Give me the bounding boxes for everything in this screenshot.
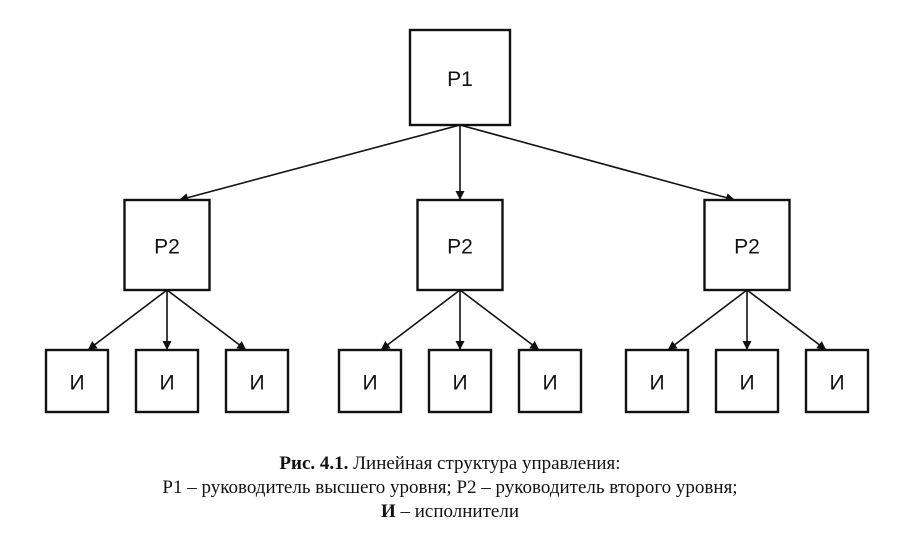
edge-manager-1-to-executor-1 — [87, 289, 168, 351]
executor-node-label-3-3: И — [829, 372, 844, 395]
executor-node-box-2-1 — [337, 348, 403, 414]
executor-node-box-1-3 — [224, 348, 290, 414]
executor-node-label-3-2: И — [739, 372, 754, 395]
executor-node-label-2-2: И — [452, 372, 467, 395]
caption-term-desc: – исполнители — [395, 501, 519, 522]
edge-manager-1-to-executor-3 — [166, 289, 247, 351]
root-node-label: P1 — [447, 68, 473, 91]
executor-node-label-2-3: И — [542, 372, 557, 395]
manager-node-label-3: P2 — [734, 236, 760, 259]
executor-node-label-1-2: И — [159, 372, 174, 395]
executor-node-box-1-1 — [44, 348, 110, 414]
manager-node-box-2 — [416, 198, 504, 292]
executor-node-label-3-1: И — [649, 372, 664, 395]
figure-caption: Рис. 4.1. Линейная структура управления:… — [0, 452, 900, 524]
edges-layer — [87, 124, 827, 351]
edge-root-to-manager-3 — [459, 124, 736, 202]
edge-root-to-manager-1 — [178, 124, 461, 203]
executor-node-label-1-3: И — [249, 372, 264, 395]
manager-node-box-3 — [703, 198, 791, 292]
executor-node-box-2-2 — [427, 348, 493, 414]
executor-node-box-3-3 — [804, 348, 870, 414]
caption-line-3: И – исполнители — [0, 500, 900, 524]
caption-term: И — [380, 501, 396, 522]
figure-number: Рис. 4.1. — [279, 453, 349, 474]
caption-line-1: Рис. 4.1. Линейная структура управления: — [0, 452, 900, 476]
root-node-box — [408, 28, 512, 127]
figure-title: Линейная структура управления: — [348, 453, 621, 474]
executor-node-label-1-1: И — [69, 372, 84, 395]
edge-manager-3-to-executor-3 — [746, 289, 827, 351]
edge-manager-2-to-executor-1 — [380, 289, 461, 351]
executor-node-box-1-2 — [134, 348, 200, 414]
executor-node-box-2-3 — [517, 348, 583, 414]
edge-manager-2-to-executor-3 — [459, 289, 540, 351]
executor-node-label-2-1: И — [362, 372, 377, 395]
caption-line-2: P1 – руководитель высшего уровня; P2 – р… — [162, 477, 738, 498]
edge-manager-3-to-executor-1 — [667, 289, 748, 351]
manager-node-box-1 — [123, 198, 211, 292]
manager-node-label-1: P2 — [154, 236, 180, 259]
executor-node-box-3-1 — [624, 348, 690, 414]
manager-node-label-2: P2 — [447, 236, 473, 259]
executor-node-box-3-2 — [714, 348, 780, 414]
